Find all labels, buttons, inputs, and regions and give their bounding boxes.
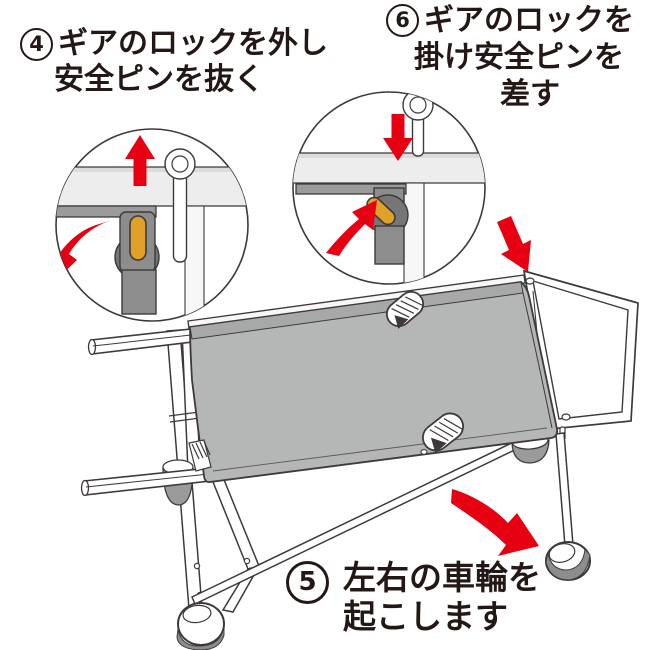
cart-illustration [80,269,639,650]
gear-lock-lever [114,211,160,315]
step5-line1: 左右の車輪を [343,558,541,597]
step4-instruction: 4 ギアのロックを外し 安全ピンを抜く [20,26,328,98]
grip-slot-top [385,290,425,329]
latch-plate [56,205,157,218]
big-arrow-down-icon [497,216,531,272]
grip-slot-bottom [422,412,464,454]
rivet [420,449,428,455]
frame-bar [56,167,248,206]
latch-plate [295,183,407,195]
step6-instruction: 6 ギアのロックを 掛け安全ピンを 差す [386,2,634,113]
step4-number-badge: 4 [20,27,53,61]
step5-number-badge: 5 [286,561,329,604]
safety-pin-icon [164,148,196,263]
gear-lock-lever [366,187,409,265]
step5-line2: 起こします [343,597,508,636]
curved-unlock-arrow-icon [56,221,109,280]
curved-lock-arrow-icon [326,200,377,256]
folded-foot-frame [522,269,639,441]
left-detail-callout [55,128,249,322]
step6-line3: 差す [500,77,560,112]
fabric-corner-wrap [188,439,212,472]
lock-pin-orange [129,215,147,261]
carry-handles [80,328,211,497]
step5-instruction: 5 左右の車輪を 起こします [286,558,541,636]
step4-line2: 安全ピンを抜く [54,62,264,97]
curved-wheel-arrow-icon [451,489,539,556]
frame-post [403,182,425,284]
step6-number-badge: 6 [386,4,419,37]
caster-wheel-left [176,602,225,650]
frame-post [184,205,205,321]
fabric-bed [189,281,559,484]
arrow-down-icon [383,114,413,161]
step4-line1: ギアのロックを外し [58,26,328,61]
step6-line2: 掛け安全ピンを [414,40,624,75]
caster-wheel-right [545,432,591,581]
step6-line1: ギアのロックを [424,3,634,38]
arrow-up-icon [125,135,155,186]
right-detail-callout [292,91,486,285]
